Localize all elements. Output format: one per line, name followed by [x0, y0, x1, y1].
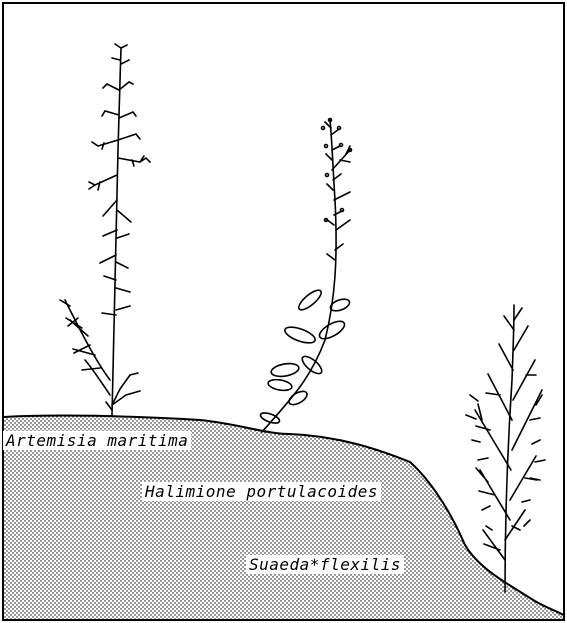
label-artemisia-maritima: Artemisia maritima — [3, 431, 191, 450]
label-halimione-portulacoides: Halimione portulacoides — [142, 482, 381, 501]
label-suaeda-flexilis: Suaeda*flexilis — [246, 555, 404, 574]
